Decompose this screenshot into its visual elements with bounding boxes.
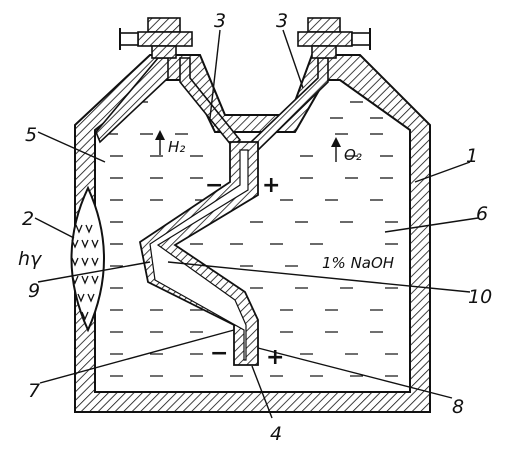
label-10: 10	[468, 286, 492, 308]
label-8: 8	[452, 396, 464, 418]
label-1: 1	[466, 145, 478, 167]
photoelectrode-membrane	[138, 141, 259, 366]
label-2: 2	[22, 208, 34, 230]
electrolyte-label: 1% NaOH	[322, 254, 394, 272]
right-cap	[297, 17, 371, 59]
label-3-right: 3	[276, 10, 288, 32]
sign-lower-left: −	[210, 341, 228, 366]
left-cap	[119, 17, 193, 59]
h2-label: H₂	[168, 138, 185, 156]
label-7: 7	[28, 380, 40, 402]
light-label: hγ	[18, 248, 43, 270]
photo-window	[70, 185, 105, 333]
electrolyte-liquid	[105, 101, 398, 377]
sign-upper-right: +	[262, 173, 280, 198]
label-6: 6	[476, 203, 488, 225]
label-5: 5	[25, 124, 37, 146]
sign-lower-right: +	[266, 345, 284, 370]
o2-label: O₂	[344, 146, 362, 164]
label-4: 4	[270, 423, 282, 445]
label-9: 9	[28, 280, 40, 302]
sign-upper-left: −	[205, 173, 223, 198]
leader-lines	[34, 29, 479, 419]
label-3-left: 3	[214, 10, 226, 32]
o2-arrow	[331, 137, 341, 162]
h2-arrow	[155, 130, 165, 155]
